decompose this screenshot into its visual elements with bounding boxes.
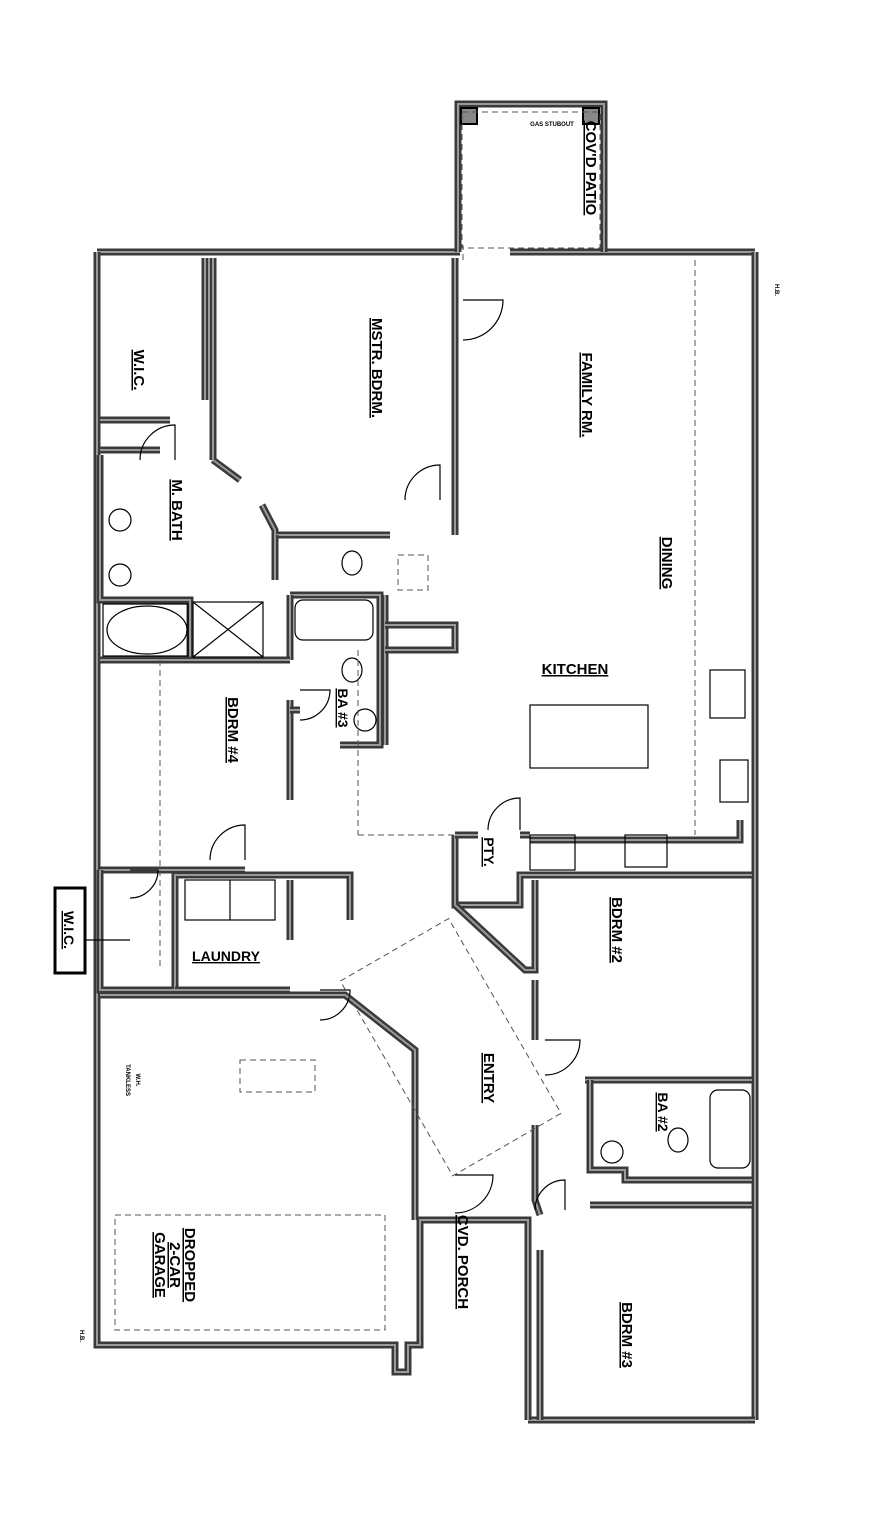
garage-label-3: GARAGE	[151, 1232, 168, 1298]
door-swing	[129, 869, 159, 899]
tankless-note-2: W.H.	[134, 1074, 140, 1087]
toilet	[667, 1127, 689, 1153]
wall-segment	[454, 835, 752, 906]
wall-segment	[534, 1125, 541, 1216]
door-swing	[462, 299, 504, 341]
entry-label: ENTRY	[480, 1053, 497, 1103]
bathtub	[106, 605, 188, 655]
wall-segment	[451, 835, 752, 909]
door-swing	[487, 797, 521, 831]
tankless-note-1: TANKLESS	[124, 1064, 130, 1096]
refrigerator	[529, 834, 576, 871]
range	[624, 834, 668, 868]
patio-dashed	[461, 111, 601, 249]
hose-bib-note: H.B.	[78, 1330, 84, 1342]
tub-surround	[102, 603, 189, 657]
pantry-label: PTY.	[481, 837, 497, 867]
master-wic-label: W.I.C.	[130, 350, 147, 391]
wall-segment	[457, 103, 605, 252]
wall-segment	[385, 624, 456, 651]
master-bath-label: M. BATH	[168, 479, 185, 540]
appliance	[709, 669, 746, 719]
wall-segment	[385, 621, 459, 654]
wall-segment	[290, 994, 416, 1220]
garage-dashed	[114, 1214, 386, 1331]
wic-label: W.I.C.	[61, 911, 77, 949]
attic-dashed	[239, 1059, 316, 1093]
master-bedroom-label: MSTR. BDRM.	[368, 318, 385, 418]
attic-access	[397, 554, 429, 591]
wall-segment	[290, 594, 381, 746]
door-swing	[139, 424, 176, 461]
door-swing	[454, 1174, 494, 1214]
door-swing	[534, 1179, 566, 1211]
kitchen-island	[529, 704, 649, 769]
bath-2-label: BA #2	[655, 1092, 671, 1131]
bedroom-4-label: BDRM #4	[224, 697, 241, 764]
garage-label-1: DROPPED	[181, 1228, 198, 1302]
wall-segment	[530, 820, 744, 844]
dining-label: DINING	[658, 537, 675, 590]
wall-segment	[258, 503, 390, 539]
wall-segment	[96, 870, 354, 994]
wall-segment	[96, 252, 529, 1420]
bathtub	[709, 1089, 751, 1169]
wall-segment	[530, 820, 741, 841]
door-swing	[319, 989, 351, 1021]
fixtures	[53, 107, 751, 1331]
sink	[353, 708, 377, 732]
wall-segment	[212, 459, 241, 481]
wic-box	[53, 886, 87, 975]
hose-bib-note: H.B.	[773, 284, 779, 296]
bedroom-2-label: BDRM #2	[608, 897, 625, 963]
door-swing	[404, 464, 441, 501]
door-swing	[209, 824, 246, 861]
bathtub	[294, 599, 374, 641]
garage-label-2: 2-CAR	[166, 1242, 183, 1288]
shower	[192, 601, 264, 658]
laundry-label: LAUNDRY	[192, 948, 261, 964]
toilet	[341, 657, 363, 683]
sink	[600, 1140, 624, 1164]
wall-segment	[261, 504, 390, 536]
toilet	[341, 550, 363, 576]
sink	[108, 508, 132, 532]
family-room-label: FAMILY RM.	[578, 352, 595, 437]
bedroom-3-label: BDRM #3	[618, 1302, 635, 1368]
entry-dashed	[339, 917, 562, 1177]
patio-column	[460, 107, 478, 125]
gas-stubout-note: GAS STUBOUT	[530, 122, 574, 128]
patio-label: COV'D PATIO	[582, 121, 599, 216]
wall-segment	[589, 1080, 752, 1181]
wall-segment	[290, 591, 384, 749]
door-swing	[544, 1039, 581, 1076]
sink	[108, 563, 132, 587]
bath-3-label: BA #3	[335, 688, 351, 727]
kitchen-sink	[719, 759, 749, 803]
porch-label: CVD. PORCH	[454, 1215, 471, 1309]
door-swing	[299, 689, 331, 721]
walls	[93, 100, 759, 1424]
kitchen-label: KITCHEN	[542, 661, 609, 678]
wall-segment	[99, 870, 351, 991]
wall-segment	[454, 880, 536, 971]
wall-segment	[290, 991, 419, 1220]
